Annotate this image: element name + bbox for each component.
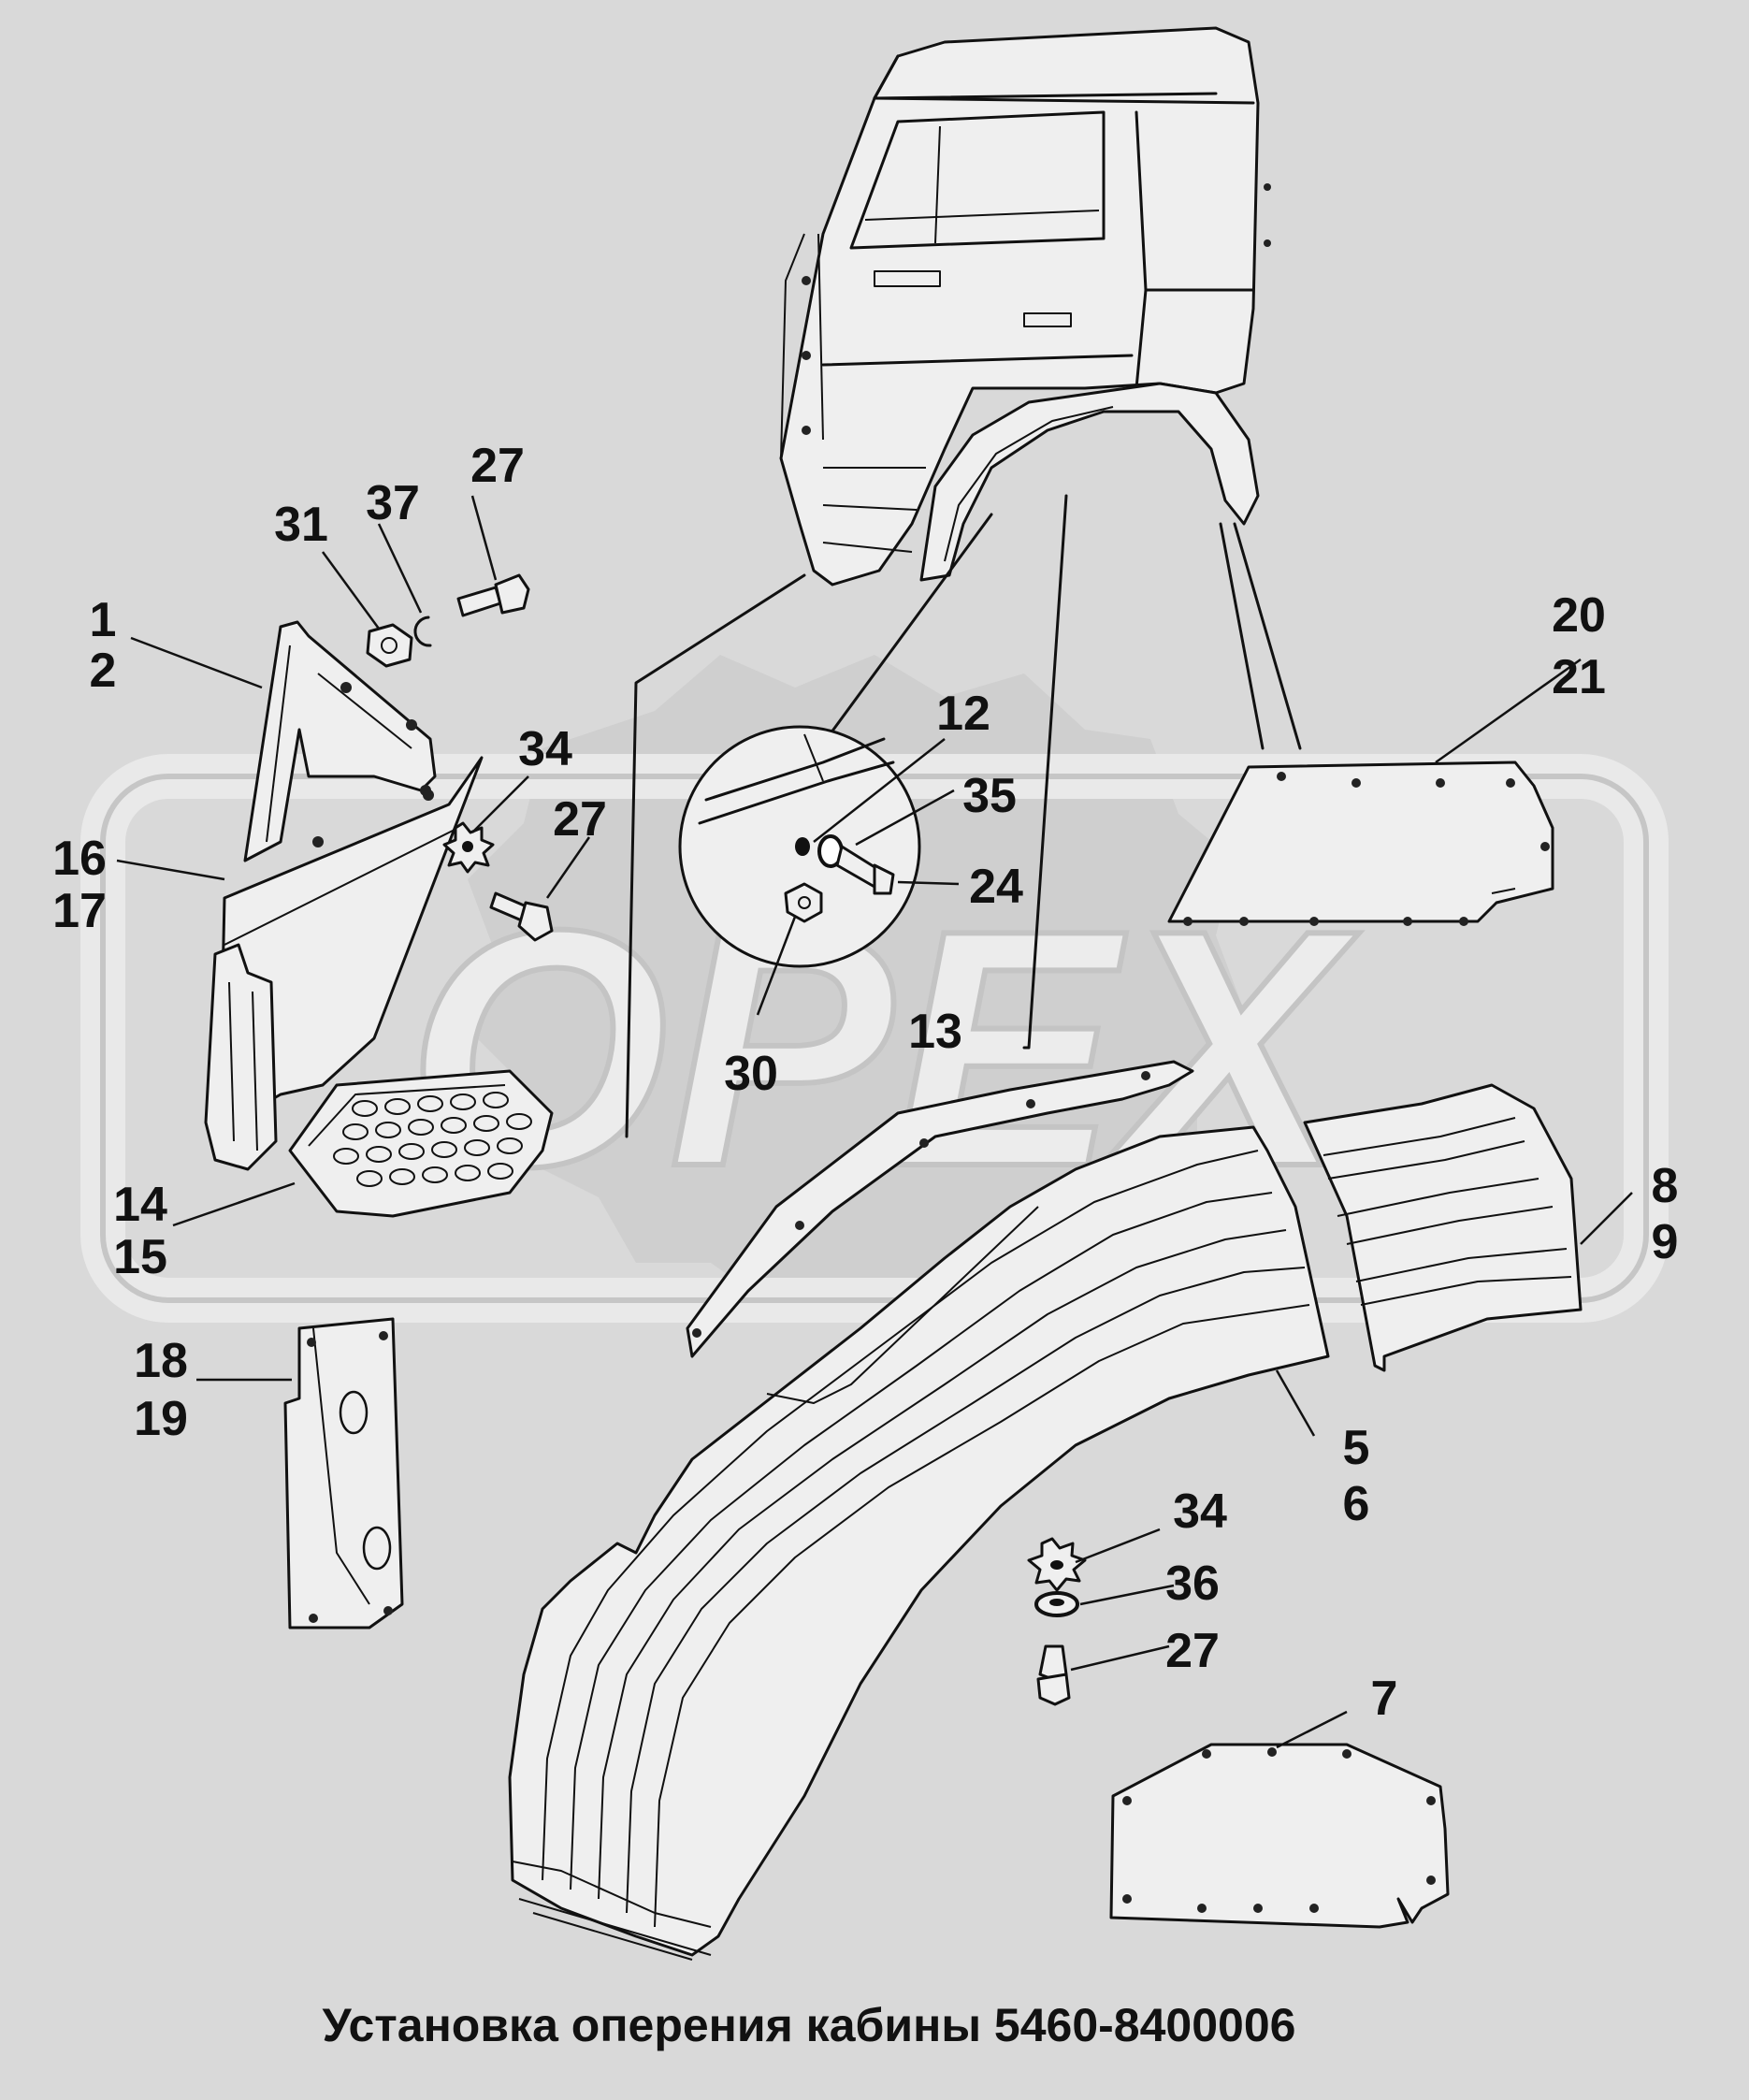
guide-lines — [625, 494, 1302, 1138]
leader-lines — [116, 495, 1633, 1749]
callout-12: 12 — [936, 687, 990, 741]
mudflap-part-20 — [1167, 760, 1554, 926]
callout-27-middle: 27 — [553, 792, 607, 847]
bracket-part-1 — [243, 620, 437, 862]
callout-31: 31 — [274, 498, 328, 552]
fasteners-right — [1027, 1537, 1087, 1706]
fender-part-8 — [1303, 1083, 1583, 1372]
truck-cab — [779, 26, 1271, 587]
callout-37: 37 — [366, 476, 420, 530]
fender-part-5 — [508, 1125, 1330, 1961]
callout-27-bottom: 27 — [1165, 1624, 1220, 1678]
step-support — [204, 943, 278, 1171]
callout-35: 35 — [962, 769, 1017, 823]
callout-30: 30 — [724, 1047, 778, 1101]
bracket-part-18 — [283, 1317, 404, 1629]
trim-strip-part-13 — [686, 1060, 1194, 1358]
callout-13: 13 — [908, 1005, 962, 1059]
callout-7: 7 — [1371, 1672, 1398, 1726]
fasteners-left — [366, 573, 554, 942]
callout-34-bottom: 34 — [1173, 1484, 1227, 1539]
detail-circle — [678, 725, 921, 968]
step-plate — [288, 1069, 554, 1218]
mudflap-part-7 — [1109, 1743, 1450, 1929]
callout-27-top: 27 — [470, 439, 525, 493]
callout-24: 24 — [969, 860, 1023, 914]
callout-36: 36 — [1165, 1557, 1220, 1611]
callout-34-top: 34 — [518, 722, 572, 776]
diagram-title: Установка оперения кабины 5460-8400006 — [323, 1999, 1296, 2051]
